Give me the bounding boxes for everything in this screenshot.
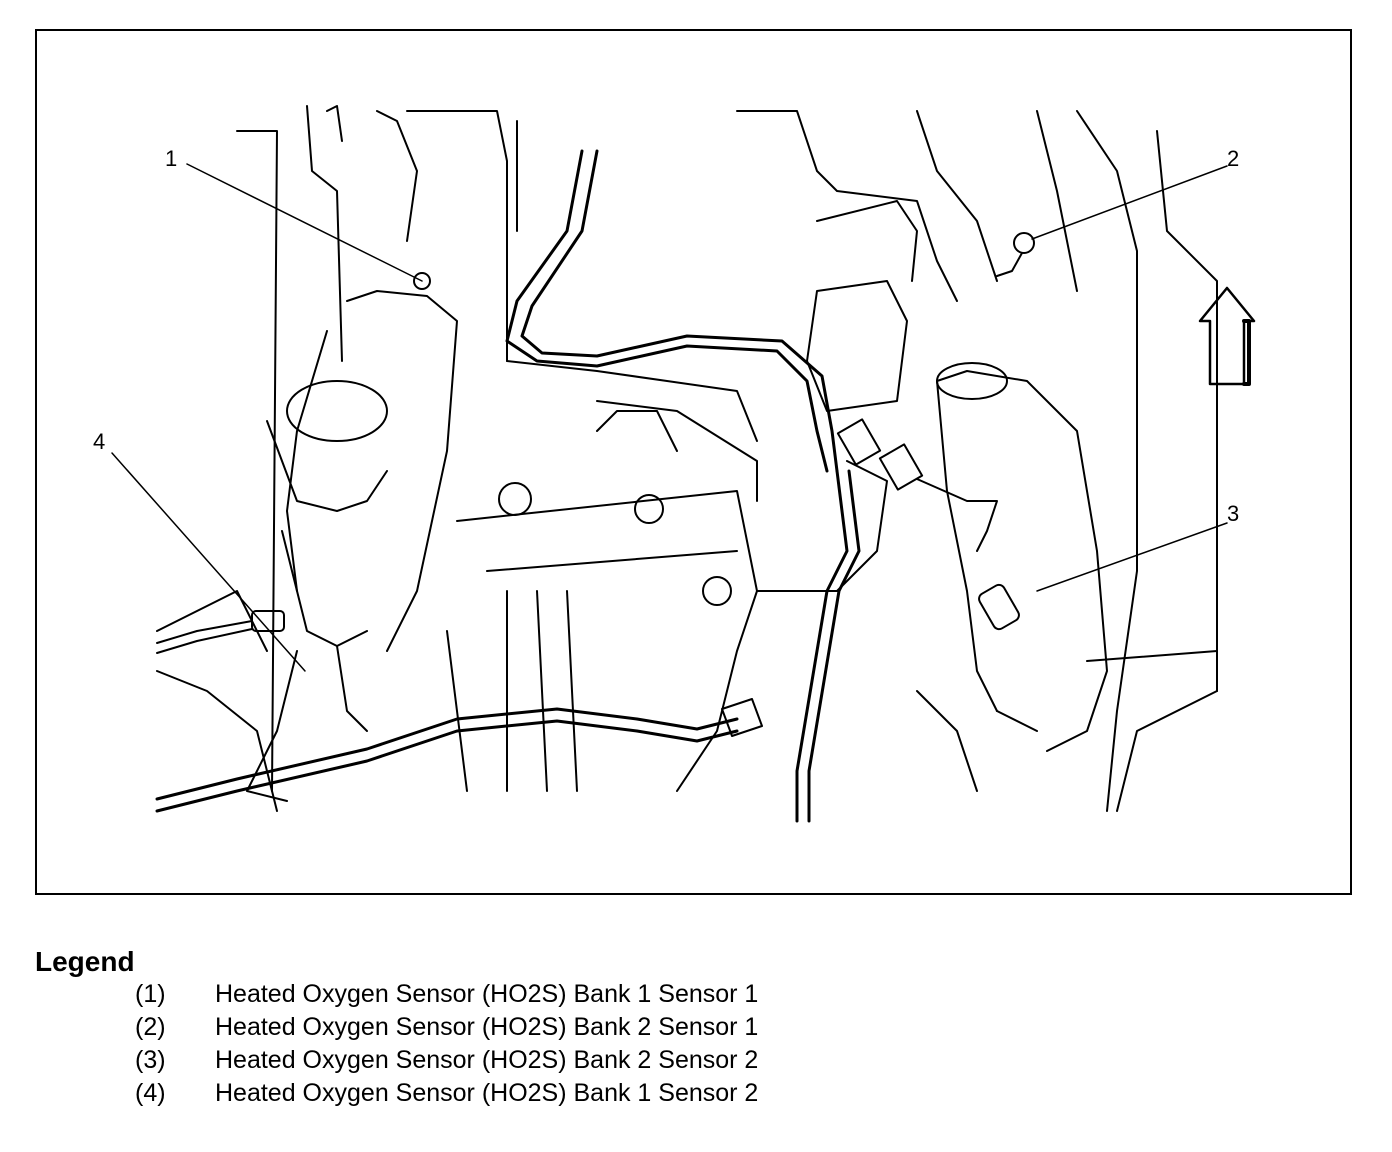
callout-2: 2 (1227, 146, 1240, 171)
leader-line-3 (1036, 522, 1228, 592)
legend-text: Heated Oxygen Sensor (HO2S) Bank 1 Senso… (215, 1079, 759, 1107)
legend-item: (2) Heated Oxygen Sensor (HO2S) Bank 2 S… (35, 1011, 935, 1044)
sensor-3-icon (978, 583, 1020, 631)
center-component (446, 400, 888, 792)
legend-text: Heated Oxygen Sensor (HO2S) Bank 2 Senso… (215, 1046, 759, 1074)
legend-number: (4) (135, 1079, 166, 1107)
legend: Legend (1) Heated Oxygen Sensor (HO2S) B… (35, 946, 935, 1110)
sensor-1-icon (413, 272, 431, 290)
callout-4: 4 (93, 429, 106, 454)
wiring-harness (155, 149, 861, 823)
leader-line-4 (111, 452, 306, 672)
bank2-exhaust (806, 200, 1108, 792)
legend-number: (2) (135, 1013, 166, 1041)
legend-item: (1) Heated Oxygen Sensor (HO2S) Bank 1 S… (35, 978, 935, 1011)
legend-item: (4) Heated Oxygen Sensor (HO2S) Bank 1 S… (35, 1077, 935, 1110)
legend-text: Heated Oxygen Sensor (HO2S) Bank 1 Senso… (215, 980, 759, 1008)
background-structure (156, 105, 1218, 812)
callout-3: 3 (1227, 501, 1240, 526)
bank1-exhaust (246, 290, 458, 802)
leader-lines (111, 163, 1228, 672)
up-arrow-icon (1198, 286, 1256, 386)
legend-number: (1) (135, 980, 166, 1008)
legend-number: (3) (135, 1046, 166, 1074)
sensor-4-icon (251, 610, 285, 632)
leader-line-2 (1031, 165, 1228, 240)
oxygen-sensors (156, 232, 1035, 654)
legend-title: Legend (35, 946, 135, 977)
leader-line-1 (186, 163, 423, 282)
connectors (721, 418, 998, 737)
engine-line-drawing (111, 105, 1256, 823)
legend-item: (3) Heated Oxygen Sensor (HO2S) Bank 2 S… (35, 1044, 935, 1077)
callout-1: 1 (165, 146, 178, 171)
legend-text: Heated Oxygen Sensor (HO2S) Bank 2 Senso… (215, 1013, 759, 1041)
diagram-frame: 1 2 3 4 (35, 29, 1352, 895)
sensor-2-icon (1013, 232, 1035, 254)
